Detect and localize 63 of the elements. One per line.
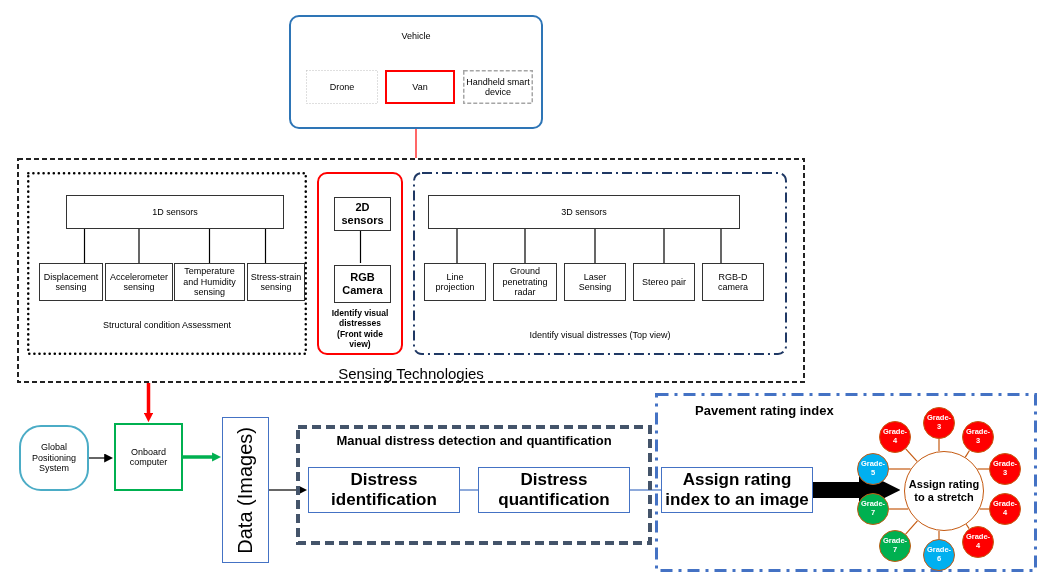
process-box: Distress quantification — [478, 467, 630, 513]
group-title: Identify visual distresses (Front wide view) — [330, 308, 390, 349]
group-title: Identify visual distresses (Top view) — [528, 330, 672, 341]
connector — [83, 228, 86, 264]
connector — [965, 523, 970, 530]
connector — [594, 228, 596, 264]
group-frame — [413, 172, 787, 355]
connector — [938, 438, 940, 452]
process-box: Drone — [306, 70, 378, 104]
process-box: Stress-strain sensing — [247, 263, 305, 301]
process-box: Accelerometer sensing — [105, 263, 173, 301]
connector — [415, 128, 417, 159]
process-box: Temperature and Humidity sensing — [174, 263, 245, 301]
connector — [524, 228, 526, 264]
connector — [138, 228, 140, 264]
group-frame — [27, 172, 307, 355]
group-title: Pavement rating index — [695, 403, 834, 419]
group-title: Sensing Technologies — [337, 365, 485, 383]
process-box: RGB-D camera — [702, 263, 764, 301]
group-frame — [17, 158, 805, 383]
process-box: RGB Camera — [334, 265, 391, 303]
arrow — [143, 383, 154, 423]
connector — [979, 508, 990, 510]
group-title: Manual distress detection and quantification — [335, 433, 613, 449]
connector — [905, 520, 918, 535]
connector — [456, 228, 458, 264]
connector — [264, 228, 267, 264]
group-frame — [296, 425, 652, 545]
process-box: Distress identification — [308, 467, 460, 513]
process-box: Van — [385, 70, 455, 104]
group-title: Vehicle — [400, 31, 432, 42]
process-box: Laser Sensing — [564, 263, 626, 301]
process-box: Onboard computer — [114, 423, 183, 491]
connector — [938, 530, 940, 540]
connector — [905, 448, 918, 462]
process-box: 2D sensors — [334, 197, 391, 231]
connector — [964, 449, 971, 458]
group-frame — [655, 393, 1037, 572]
arrow — [268, 485, 308, 495]
process-box: Line projection — [424, 263, 486, 301]
rating-circle: Assign rating to a stretch — [904, 451, 984, 531]
group-frame — [317, 172, 403, 355]
connector — [663, 228, 665, 264]
process-box: Stereo pair — [633, 263, 695, 301]
connector — [629, 489, 662, 491]
process-box: 1D sensors — [66, 195, 284, 229]
process-box: Data (Images) — [222, 417, 269, 563]
terminal-box: Global Positioning System — [19, 425, 89, 491]
connector — [720, 228, 722, 264]
connector — [208, 228, 211, 264]
process-box: Ground penetrating radar — [493, 263, 557, 301]
process-box: Handheld smart device — [463, 70, 533, 104]
process-box: 3D sensors — [428, 195, 740, 229]
process-box: Assign rating index to an image — [661, 467, 813, 513]
connector — [459, 489, 479, 491]
arrow — [88, 453, 114, 463]
process-box: Displacement sensing — [39, 263, 103, 301]
connector — [888, 508, 909, 510]
group-frame — [289, 15, 543, 129]
group-title: Structural condition Assessment — [101, 320, 233, 331]
connector — [888, 468, 912, 470]
arrow — [183, 452, 222, 462]
connector — [976, 468, 990, 470]
